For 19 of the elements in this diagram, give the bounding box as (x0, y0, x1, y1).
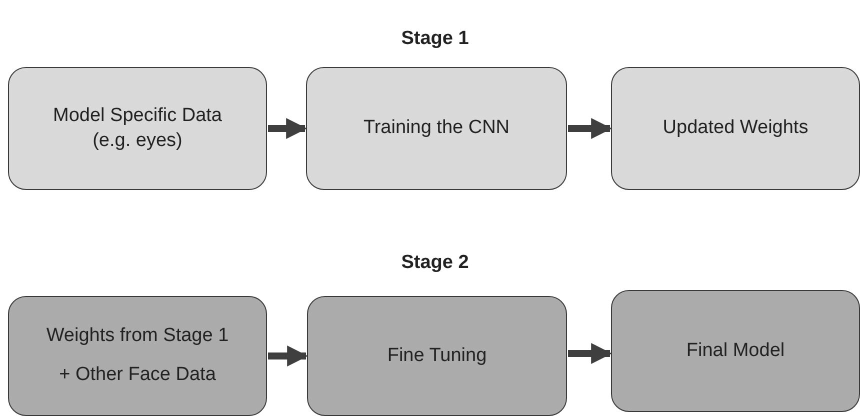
stage-heading: Stage 2 (401, 252, 469, 274)
box-text: Weights from Stage 1 (45, 324, 230, 348)
arrow (268, 346, 308, 366)
process-box (611, 67, 860, 190)
arrow (568, 118, 612, 139)
box-text: Training the CNN (362, 116, 511, 140)
box-text: Fine Tuning (386, 344, 488, 368)
arrow (568, 343, 612, 364)
process-box (611, 290, 860, 412)
process-box (307, 296, 567, 416)
process-box (8, 67, 267, 190)
box-text: Final Model (685, 338, 786, 363)
process-box (8, 296, 267, 416)
stage-heading: Stage 1 (401, 28, 469, 50)
box-text: Model Specific Data (e.g. eyes) (52, 104, 223, 152)
process-box (306, 67, 567, 190)
arrow (268, 118, 308, 139)
box-text: + Other Face Data (58, 363, 217, 387)
box-text: Updated Weights (662, 116, 810, 140)
